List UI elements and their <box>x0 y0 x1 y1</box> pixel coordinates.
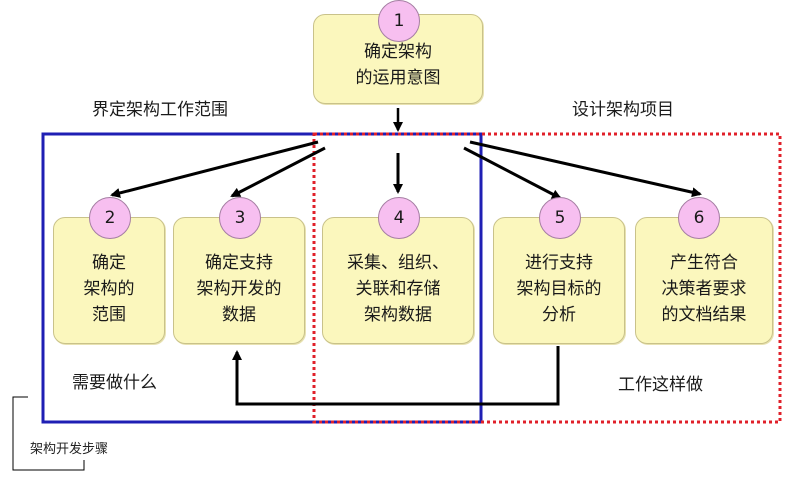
step-4-text: 采集、组织、 关联和存储 架构数据 <box>347 252 449 325</box>
scope-region-border <box>41 132 483 424</box>
step-4-badge: 4 <box>378 197 420 239</box>
what-label: 需要做什么 <box>72 373 157 393</box>
design-region-border <box>312 132 782 424</box>
scope-region-title: 界定架构工作范围 <box>92 100 228 120</box>
step-2-badge: 2 <box>89 197 131 239</box>
step-1-text: 确定架构 的运用意图 <box>355 42 441 88</box>
step-6-badge: 6 <box>678 197 720 239</box>
arrow-to-2 <box>110 140 319 198</box>
step-3-text: 确定支持 架构开发的 数据 <box>196 252 282 325</box>
step-3-badge: 3 <box>219 197 261 239</box>
step-1-badge: 1 <box>378 0 420 42</box>
arrow-to-5 <box>463 146 562 200</box>
diagram-caption: 架构开发步骤 <box>30 442 109 457</box>
arrow-to-6 <box>469 140 702 198</box>
step-2-text: 确定 架构的 范围 <box>83 252 135 325</box>
feedback-arrow-5-to-3 <box>232 346 560 406</box>
arrow-to-3 <box>230 146 326 198</box>
step-6-text: 产生符合 决策者要求 的文档结果 <box>661 252 747 325</box>
caption-bracket <box>12 396 85 471</box>
how-label: 工作这样做 <box>618 375 703 395</box>
design-region-title: 设计架构项目 <box>572 100 674 120</box>
step-5-badge: 5 <box>539 197 581 239</box>
step-5-text: 进行支持 架构目标的 分析 <box>516 252 602 325</box>
